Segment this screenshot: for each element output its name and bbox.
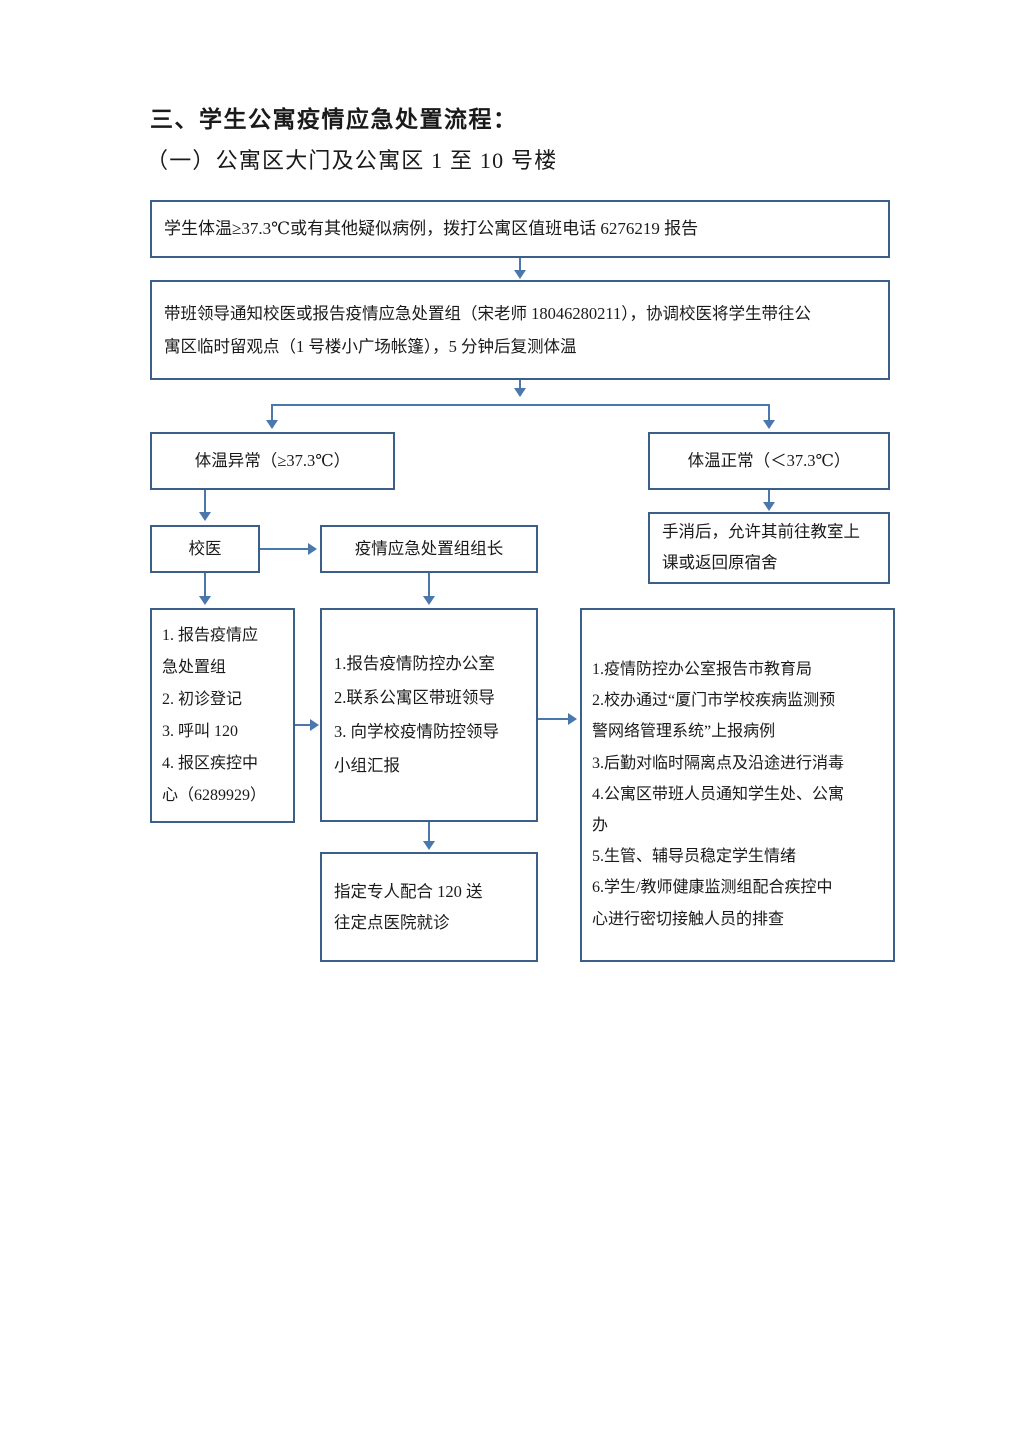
connector-dispatch-split-bar — [271, 404, 770, 406]
leader-action-line-2: 2.联系公寓区带班领导 — [334, 688, 495, 708]
doctor-action-line-5: 4. 报区疾控中 — [162, 754, 259, 772]
flow-node-allow-return: 手消后，允许其前往教室上 课或返回原宿舍 — [648, 512, 890, 584]
doctor-action-line-1: 1. 报告疫情应 — [162, 626, 259, 644]
connector-report-to-dispatch — [519, 258, 521, 271]
flow-node-dispatch: 带班领导通知校医或报告疫情应急处置组（宋老师 18046280211），协调校医… — [150, 280, 890, 380]
flow-node-allow-return-line-2: 课或返回原宿舍 — [662, 553, 778, 572]
arrowhead-leader-to-leader-actions — [423, 596, 435, 605]
doctor-action-line-2: 急处置组 — [162, 658, 227, 676]
flow-node-leader-actions-text: 1.报告疫情防控办公室 2.联系公寓区带班领导 3. 向学校疫情防控领导 小组汇… — [322, 647, 536, 782]
flow-node-team-leader-text: 疫情应急处置组组长 — [354, 538, 504, 558]
flow-node-team-leader: 疫情应急处置组组长 — [320, 525, 538, 573]
office-action-line-4: 3.后勤对临时隔离点及沿途进行消毒 — [592, 754, 845, 772]
doctor-action-line-3: 2. 初诊登记 — [162, 690, 243, 708]
doctor-action-line-6: 心（6289929） — [162, 786, 267, 804]
connector-dispatch-to-abnormal — [271, 404, 273, 422]
connector-dispatch-stem — [519, 380, 521, 394]
flow-node-transfer: 指定专人配合 120 送 往定点医院就诊 — [320, 852, 538, 962]
arrowhead-dispatch-to-normal — [763, 420, 775, 429]
arrowhead-doctor-to-leader — [308, 543, 317, 555]
flow-node-normal-text: 体温正常（＜37.3℃） — [687, 450, 851, 470]
connector-leader-to-leader-actions — [428, 573, 430, 598]
leader-action-line-4: 小组汇报 — [334, 755, 400, 775]
flow-node-report-text: 学生体温≥37.3℃或有其他疑似病例，拨打公寓区值班电话 6276219 报告 — [164, 219, 699, 239]
flow-node-report: 学生体温≥37.3℃或有其他疑似病例，拨打公寓区值班电话 6276219 报告 — [150, 200, 890, 258]
office-action-line-8: 6.学生/教师健康监测组配合疾控中 — [592, 879, 833, 897]
office-action-line-1: 1.疫情防控办公室报告市教育局 — [592, 661, 813, 678]
leader-action-line-3: 3. 向学校疫情防控领导 — [334, 722, 499, 741]
arrowhead-leader-actions-to-office-actions — [568, 713, 577, 725]
office-action-line-6: 办 — [592, 816, 609, 834]
office-action-line-7: 5.生管、辅导员稳定学生情绪 — [592, 848, 797, 866]
arrowhead-dispatch-to-abnormal — [266, 420, 278, 429]
flow-node-allow-return-text: 手消后，允许其前往教室上 课或返回原宿舍 — [650, 517, 888, 578]
flow-node-office-actions-text: 1.疫情防控办公室报告市教育局 2.校办通过“厦门市学校疾病监测预 警网络管理系… — [582, 610, 893, 935]
connector-normal-to-allow — [768, 490, 770, 506]
arrowhead-report-to-dispatch — [514, 270, 526, 279]
leader-action-line-1: 1.报告疫情防控办公室 — [334, 654, 495, 674]
arrowhead-doctor-to-doctor-actions — [199, 596, 211, 605]
flow-node-doctor-actions: 1. 报告疫情应 急处置组 2. 初诊登记 3. 呼叫 120 4. 报区疾控中… — [150, 608, 295, 823]
connector-doctor-actions-to-leader-actions — [295, 724, 313, 726]
flow-node-leader-actions: 1.报告疫情防控办公室 2.联系公寓区带班领导 3. 向学校疫情防控领导 小组汇… — [320, 608, 538, 822]
office-action-line-3: 警网络管理系统”上报病例 — [592, 723, 776, 741]
page-title: 三、学生公寓疫情应急处置流程： — [150, 107, 518, 132]
flow-node-school-doctor-text: 校医 — [188, 538, 222, 558]
flow-node-dispatch-line-1: 带班领导通知校医或报告疫情应急处置组（宋老师 18046280211），协调校医… — [164, 304, 812, 323]
arrowhead-doctor-actions-to-leader-actions — [310, 719, 319, 731]
section-subtitle: （一）公寓区大门及公寓区 1 至 10 号楼 — [146, 148, 558, 173]
arrowhead-leader-actions-to-transfer — [423, 841, 435, 850]
arrowhead-normal-to-allow — [763, 502, 775, 511]
arrowhead-dispatch-stem — [514, 388, 526, 397]
connector-doctor-to-leader — [260, 548, 310, 550]
flow-node-school-doctor: 校医 — [150, 525, 260, 573]
connector-dispatch-to-normal — [768, 404, 770, 422]
connector-leader-actions-to-transfer — [428, 822, 430, 844]
arrowhead-abnormal-to-doctor — [199, 512, 211, 521]
flow-node-doctor-actions-text: 1. 报告疫情应 急处置组 2. 初诊登记 3. 呼叫 120 4. 报区疾控中… — [152, 620, 293, 812]
flow-node-dispatch-text: 带班领导通知校医或报告疫情应急处置组（宋老师 18046280211），协调校医… — [152, 297, 888, 363]
flow-node-transfer-line-1: 指定专人配合 120 送 — [334, 881, 483, 901]
connector-leader-actions-to-office-actions — [538, 718, 571, 720]
office-action-line-2: 2.校办通过“厦门市学校疾病监测预 — [592, 692, 836, 710]
flow-node-allow-return-line-1: 手消后，允许其前往教室上 — [662, 522, 860, 542]
flow-node-transfer-line-2: 往定点医院就诊 — [334, 913, 450, 932]
flow-node-normal: 体温正常（＜37.3℃） — [648, 432, 890, 490]
flow-node-abnormal-text: 体温异常（≥37.3℃） — [194, 450, 351, 470]
flow-node-office-actions: 1.疫情防控办公室报告市教育局 2.校办通过“厦门市学校疾病监测预 警网络管理系… — [580, 608, 895, 962]
office-action-line-9: 心进行密切接触人员的排查 — [592, 910, 785, 928]
connector-doctor-to-doctor-actions — [204, 573, 206, 598]
flow-node-abnormal: 体温异常（≥37.3℃） — [150, 432, 395, 490]
flow-node-transfer-text: 指定专人配合 120 送 往定点医院就诊 — [322, 876, 536, 939]
flow-node-dispatch-line-2: 寓区临时留观点（1 号楼小广场帐篷），5 分钟后复测体温 — [164, 337, 577, 356]
connector-abnormal-to-doctor — [204, 490, 206, 514]
doctor-action-line-4: 3. 呼叫 120 — [162, 722, 239, 740]
office-action-line-5: 4.公寓区带班人员通知学生处、公寓 — [592, 785, 845, 803]
